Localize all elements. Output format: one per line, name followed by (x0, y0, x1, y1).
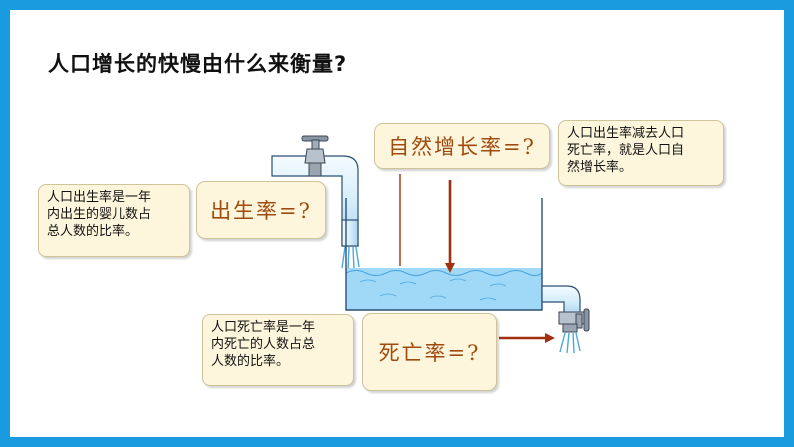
natural-growth-note: 人口出生率减去人口 死亡率，就是人口自 然增长率。 (558, 120, 724, 186)
outflow-water-stream (559, 332, 581, 354)
inflow-faucet-icon (301, 135, 329, 177)
outflow-faucet-icon (558, 308, 590, 333)
birth-rate-box: 出生率=? (196, 181, 326, 239)
water-tank-illustration (271, 135, 590, 354)
water-tank (345, 198, 543, 311)
death-rate-note: 人口死亡率是一年 内死亡的人数占总 人数的比率。 (202, 314, 354, 386)
outflow-pipe (541, 285, 581, 317)
natural-growth-rate-box: 自然增长率=? (374, 123, 550, 169)
inflow-water-stream (341, 246, 360, 271)
page-title: 人口增长的快慢由什么来衡量? (48, 52, 348, 76)
death-rate-box: 死亡率=? (362, 313, 497, 391)
birth-rate-note: 人口出生率是一年 内出生的婴儿数占 总人数的比率。 (38, 184, 190, 257)
